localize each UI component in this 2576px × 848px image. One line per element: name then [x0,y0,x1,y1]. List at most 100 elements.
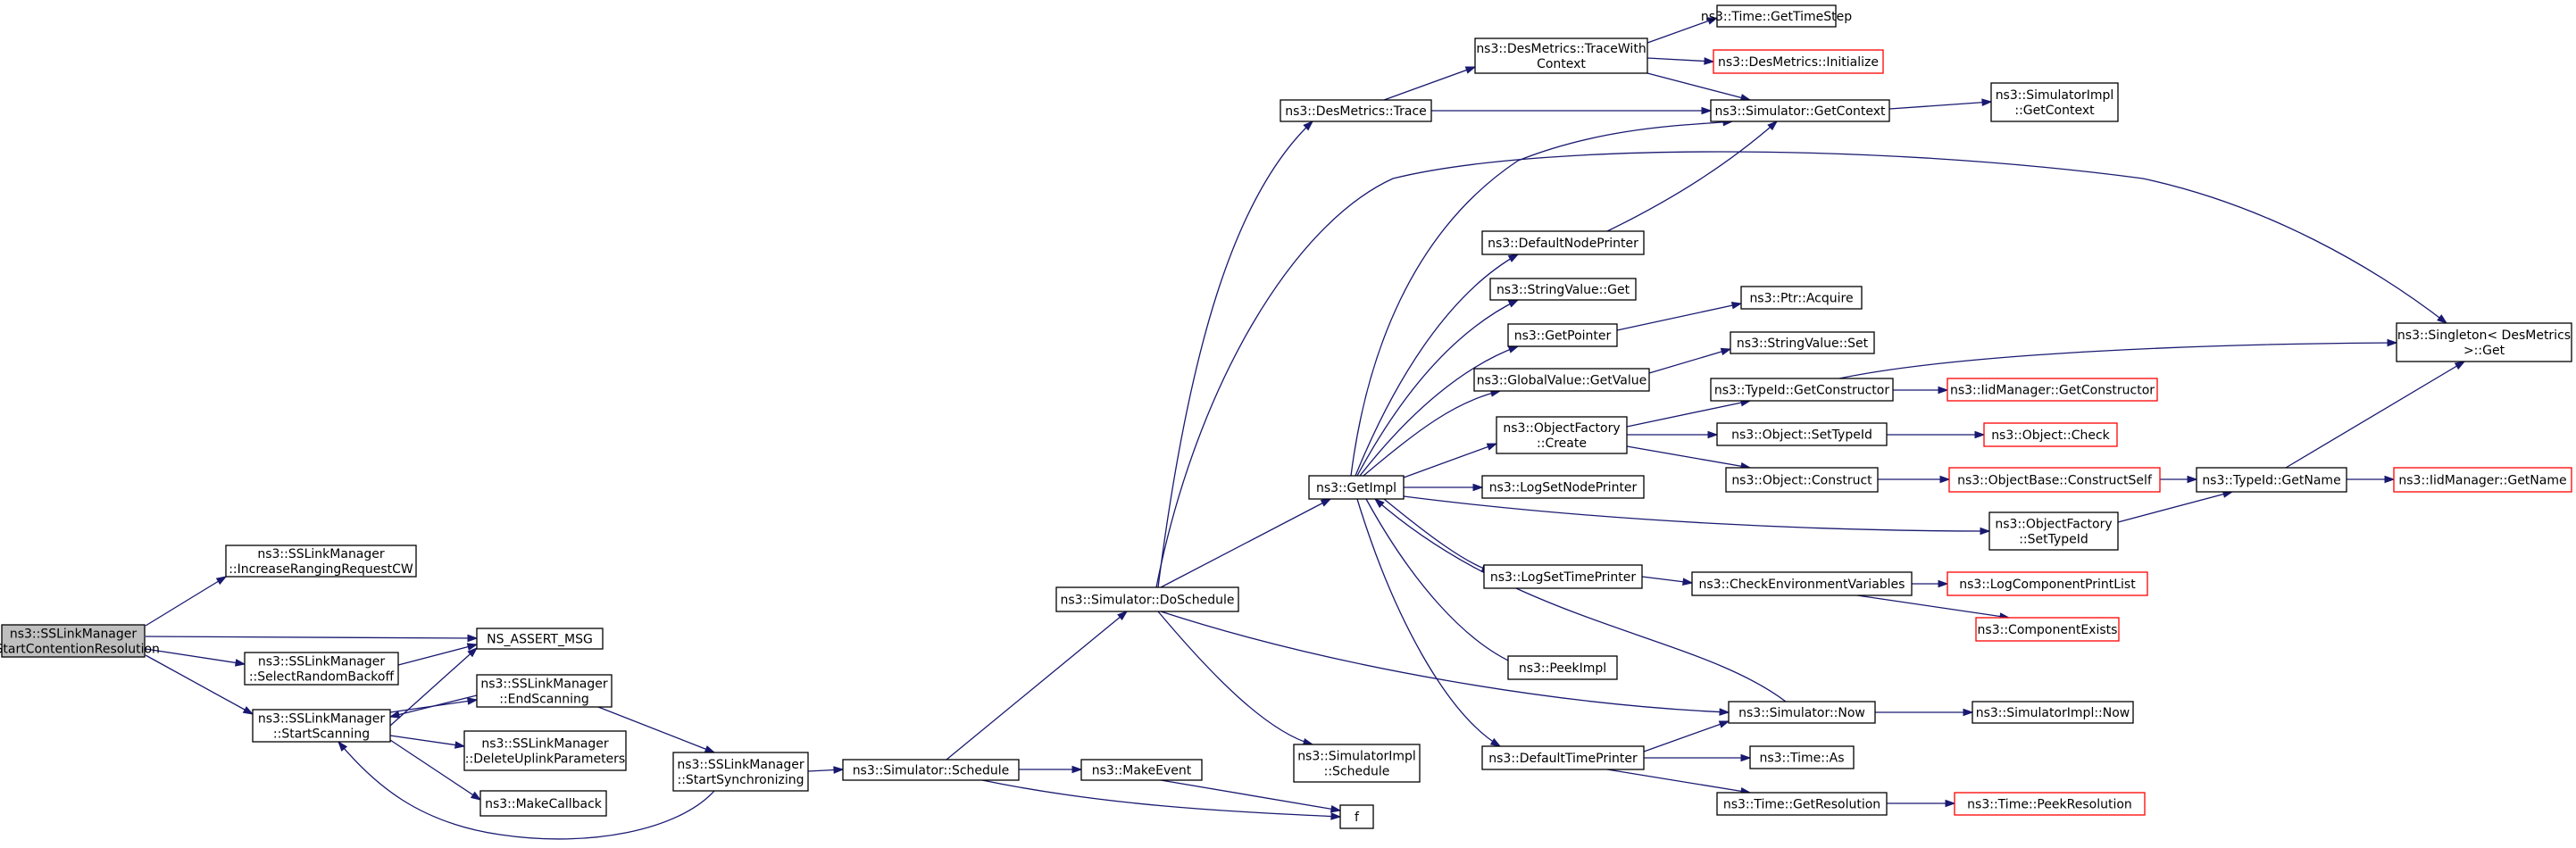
node-box [1055,586,1239,612]
arrowhead-icon [1071,765,1083,774]
node-singletonGet[interactable]: ns3::Singleton< DesMetrics >::Get [2396,322,2572,362]
edge-line [946,611,1128,761]
arrowhead-icon [1464,66,1477,74]
node-objFactorySetTypeId[interactable]: ns3::ObjectFactory::SetTypeId [1988,511,2119,551]
node-box [1990,82,2119,122]
node-doSchedule[interactable]: ns3::Simulator::DoSchedule [1055,586,1239,612]
node-schedule[interactable]: ns3::Simulator::Schedule [842,759,1020,781]
node-getTimeStep[interactable]: ns3::Time::GetTimeStep [1701,4,1852,28]
node-implSchedule[interactable]: ns3::SimulatorImpl::Schedule [1293,744,1421,783]
call-edge-defTimePrinter-to-timeAs [1644,753,1752,762]
node-startScanning[interactable]: ns3::SSLinkManager::StartScanning [252,709,391,743]
node-box [1725,467,1879,493]
node-compExists[interactable]: ns3::ComponentExists [1975,617,2120,642]
node-implNow[interactable]: ns3::SimulatorImpl::Now [1972,701,2134,724]
node-logSetNodePrinter[interactable]: ns3::LogSetNodePrinter [1481,475,1645,499]
call-edge-doSchedule-to-getImpl [1160,498,1332,588]
node-endScanning[interactable]: ns3::SSLinkManager::EndScanning [476,674,613,708]
edge-line [145,654,254,715]
node-assert[interactable]: NS_ASSERT_MSG [476,628,604,650]
node-constructSelf[interactable]: ns3::ObjectBase::ConstructSelf [1948,467,2161,493]
node-implGetContext[interactable]: ns3::SimulatorImpl::GetContext [1990,82,2119,122]
node-root[interactable]: ns3::SSLinkManager::StartContentionResol… [0,624,160,658]
node-box [1339,804,1374,829]
node-typeIdGetCtor[interactable]: ns3::TypeId::GetConstructor [1710,378,1894,402]
node-logCompPrintList[interactable]: ns3::LogComponentPrintList [1947,571,2148,596]
edge-line [1355,254,1519,477]
node-box [1507,655,1618,680]
node-box [1489,278,1637,301]
node-getPointer[interactable]: ns3::GetPointer [1507,323,1618,347]
node-box [1473,368,1650,392]
node-makeCallback[interactable]: ns3::MakeCallback [479,790,607,817]
node-box [1749,745,1855,769]
node-peekRes[interactable]: ns3::Time::PeekResolution [1954,792,2146,816]
node-iidGetName[interactable]: ns3::IidManager::GetName [2393,467,2572,493]
node-defNodePrinter[interactable]: ns3::DefaultNodePrinter [1481,230,1645,255]
call-edge-schedule-to-doSchedule [946,611,1129,761]
call-edge-objFactoryCreate-to-objConstruct [1626,445,1752,470]
node-label: ns3::LogComponentPrintList [1959,578,2136,592]
node-checkEnvVars[interactable]: ns3::CheckEnvironmentVariables [1691,571,1913,596]
node-label: ns3::SSLinkManager [258,712,386,727]
call-edge-getContext-to-implGetContext [1888,98,1993,110]
node-iidGetCtor[interactable]: ns3::IidManager::GetConstructor [1947,378,2158,402]
node-objFactoryCreate[interactable]: ns3::ObjectFactory::Create [1496,416,1628,454]
node-label: NS_ASSERT_MSG [487,633,593,647]
node-box [1308,475,1405,500]
arrowhead-icon [1939,475,1951,484]
edge-line [389,699,478,713]
node-startSync[interactable]: ns3::SSLinkManager::StartSynchronizing [672,752,809,792]
call-edge-simNow-to-getImpl [1373,498,1787,703]
node-label: ns3::SimulatorImpl::Now [1976,706,2130,720]
node-makeEvent[interactable]: ns3::MakeEvent [1080,759,1203,781]
node-objCheck[interactable]: ns3::Object::Check [1983,422,2118,447]
node-label: ns3::SimulatorImpl [1996,88,2114,103]
node-strValGet[interactable]: ns3::StringValue::Get [1489,278,1637,301]
edge-line [1160,498,1331,588]
arrowhead-icon [704,745,716,753]
node-box [1947,571,2148,596]
node-getContext[interactable]: ns3::Simulator::GetContext [1710,99,1890,122]
node-simNow[interactable]: ns3::Simulator::Now [1728,701,1876,724]
node-label: ns3::Singleton< DesMetrics [2397,328,2571,343]
node-label: ns3::IidManager::GetConstructor [1950,384,2155,398]
node-strValSet[interactable]: ns3::StringValue::Set [1730,331,1875,354]
node-label: ns3::ObjectBase::ConstructSelf [1957,474,2153,488]
node-logSetTimePrinter[interactable]: ns3::LogSetTimePrinter [1483,564,1643,589]
call-edge-desTrace-to-getContext [1431,106,1713,115]
call-edge-schedule-to-f [981,779,1342,820]
arrowhead-icon [2437,314,2448,324]
node-desInit[interactable]: ns3::DesMetrics::Initialize [1713,49,1884,74]
node-objSetTypeId[interactable]: ns3::Object::SetTypeId [1716,422,1888,446]
node-deleteUplink[interactable]: ns3::SSLinkManager::DeleteUplinkParamete… [463,730,627,771]
node-incRanging[interactable]: ns3::SSLinkManager::IncreaseRangingReque… [225,545,417,578]
node-selectBackoff[interactable]: ns3::SSLinkManager::SelectRandomBackoff [244,652,399,686]
node-timeAs[interactable]: ns3::Time::As [1749,745,1855,769]
node-f[interactable]: f [1339,804,1374,829]
node-objConstruct[interactable]: ns3::Object::Construct [1725,467,1879,493]
node-box [225,545,417,578]
arrowhead-icon [1730,302,1743,310]
node-label: ns3::Time::GetResolution [1723,798,1880,812]
node-getImpl[interactable]: ns3::GetImpl [1308,475,1405,500]
node-label: ns3::Ptr::Acquire [1749,292,1853,306]
arrowhead-icon [1718,720,1730,728]
node-label: ::Schedule [1324,765,1390,779]
call-edge-root-to-selectBackoff [145,648,246,667]
node-desTrace[interactable]: ns3::DesMetrics::Trace [1280,99,1432,122]
node-ptrAcquire[interactable]: ns3::Ptr::Acquire [1740,286,1863,310]
arrowhead-icon [2187,475,2198,484]
node-peekImpl[interactable]: ns3::PeekImpl [1507,655,1618,680]
node-globalGetValue[interactable]: ns3::GlobalValue::GetValue [1473,368,1650,392]
arrowhead-icon [1704,57,1715,65]
node-timeGetRes[interactable]: ns3::Time::GetResolution [1716,792,1888,816]
node-label: ns3::ComponentExists [1978,623,2118,637]
edge-line [1626,400,1751,428]
node-box [476,674,613,708]
node-defTimePrinter[interactable]: ns3::DefaultTimePrinter [1481,745,1645,770]
node-label: >::Get [2463,344,2505,358]
node-typeIdGetName[interactable]: ns3::TypeId::GetName [2196,467,2347,493]
